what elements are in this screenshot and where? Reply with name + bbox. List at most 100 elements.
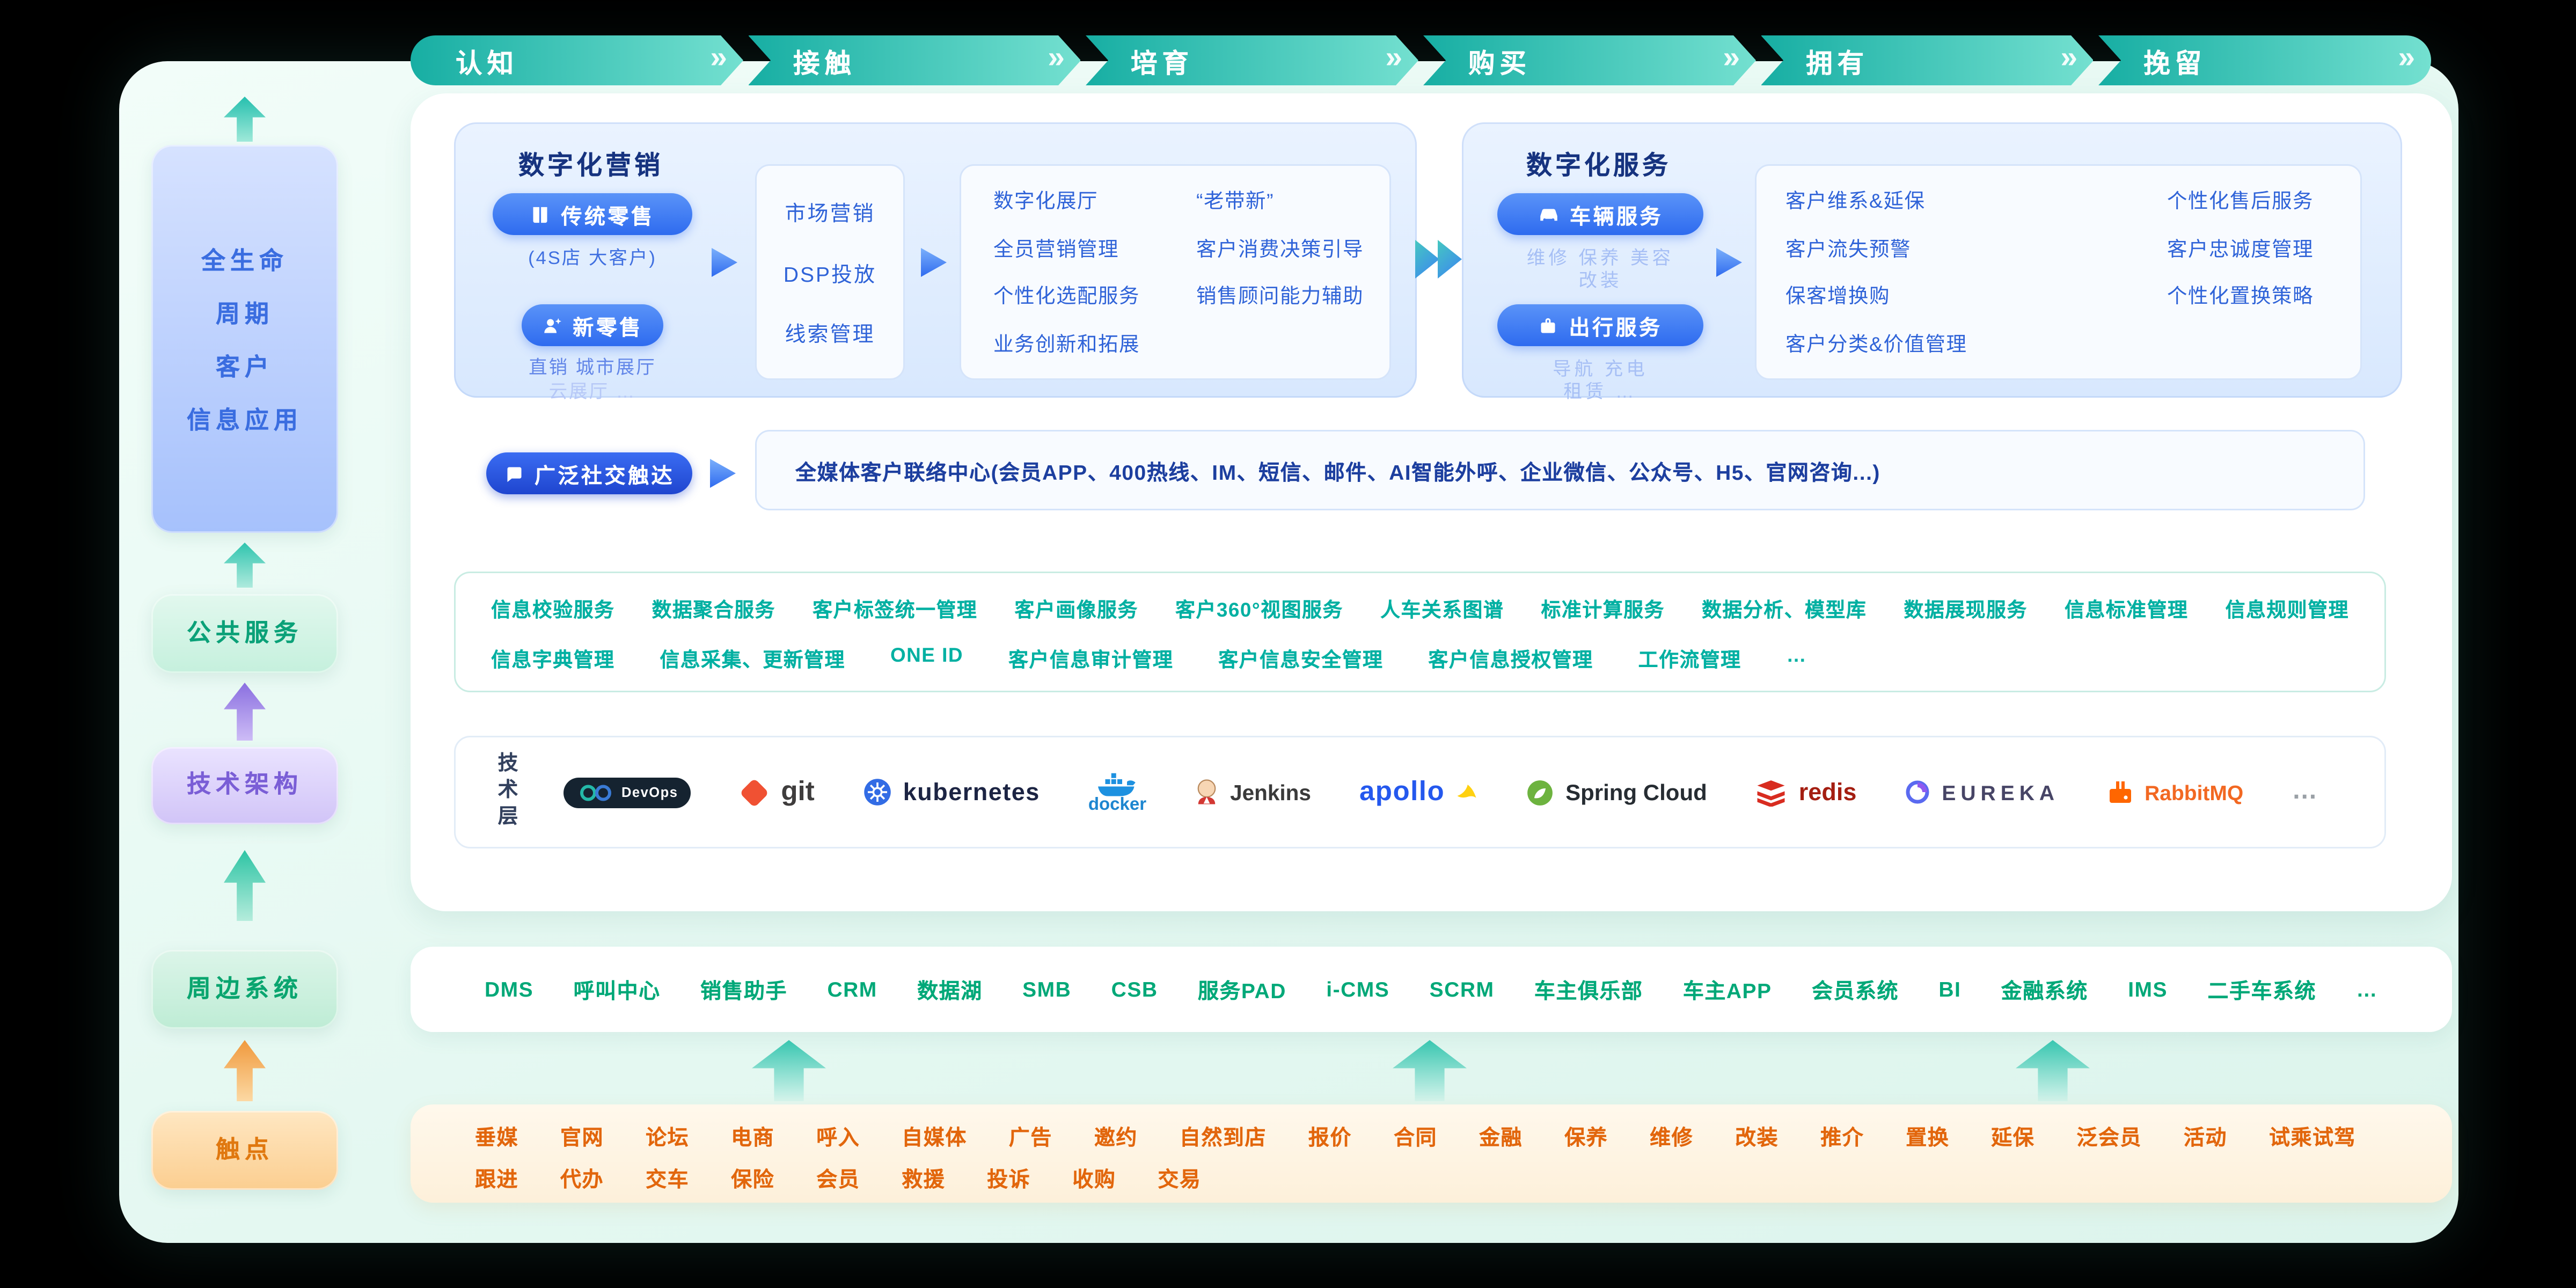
touchpoint-item: 垂媒 [475,1125,519,1150]
service-capability-item: 保客增换购 [1785,285,1891,308]
touchpoint-item: 试乘试驾 [2268,1125,2356,1150]
journey-stage-label: 拥有 [1806,49,1869,78]
peripheral-system-item: 车主APP [1682,979,1772,1003]
public-service-item: 信息标准管理 [2065,599,2189,621]
journey-stage-label: 认知 [456,49,518,78]
peripheral-system-item: … [2356,977,2378,1001]
chevron-right-icon: » [1385,41,1398,75]
peripheral-system-item: 销售助手 [700,979,788,1003]
journey-stage-label: 培育 [1131,49,1194,78]
arrow-right-icon [921,248,947,277]
digital-service-panel: 数字化服务 车辆服务 维修 保养 美容 改装 出行服务 导航 充电 租赁 … 客… [1462,122,2402,402]
marketing-capability-item: 客户消费决策引导 [1196,237,1364,260]
public-service-item: 客户标签统一管理 [813,599,978,621]
public-service-item: 数据聚合服务 [652,599,775,621]
service-capability-item: 客户忠诚度管理 [2167,237,2314,260]
eureka-logo: EUREKA [1905,779,2059,805]
touchpoint-item: 救援 [902,1167,946,1191]
apollo-logo: apollo [1359,776,1479,808]
touchpoint-item: 推介 [1820,1125,1864,1150]
touchpoint-item: 自媒体 [902,1125,967,1150]
more-logos-ellipsis: … [2292,778,2318,805]
marketing-capability-item: 全员营销管理 [993,237,1119,260]
peripheral-system-item: SMB [1022,977,1072,1001]
rabbitmq-icon [2110,781,2132,803]
vehicle-service-label: 车辆服务 [1569,203,1663,228]
touchpoints-row: 垂媒官网论坛电商呼入自媒体广告邀约自然到店报价合同金融保养维修改装推介置换延保泛… [475,1121,2388,1151]
service-capability-item: 个性化售后服务 [2167,190,2314,213]
touchpoint-item: 报价 [1308,1125,1352,1150]
marketing-channel-item: DSP投放 [783,261,877,286]
new-retail-button: 新零售 [522,304,663,346]
touchpoint-item: 活动 [2183,1125,2227,1150]
touchpoint-item: 官网 [560,1125,604,1150]
vehicle-service-caption: 维修 保养 美容 [1526,250,1674,269]
marketing-capabilities-box: 数字化展厅全员营销管理个性化选配服务业务创新和拓展 “老带新”客户消费决策引导销… [960,164,1391,380]
customer-journey-bar: 认知 » 接触 » 培育 » 购买 » 拥有 » 挽留 » [411,35,2432,85]
service-capability-item: 客户分类&价值管理 [1785,332,1967,355]
new-retail-caption: 云展厅 … [548,382,636,402]
sidebar-public-service: 公共服务 [151,594,338,673]
digital-service-title: 数字化服务 [1526,153,1672,180]
peripheral-system-item: DMS [485,977,534,1001]
tech-layer-label: 技术层 [494,752,517,832]
jenkins-butler-icon [1197,779,1216,804]
kubernetes-wheel-icon [863,779,891,806]
touchpoint-item: 邀约 [1094,1125,1138,1150]
public-service-item: 人车关系图谱 [1380,599,1504,621]
marketing-capability-item: 个性化选配服务 [993,285,1140,308]
tech-logos: DevOps git kubernetes docker Jenkins [564,770,2349,815]
book-icon [533,206,548,222]
social-reach-label: 广泛社交触达 [534,463,675,487]
chevron-right-icon: » [1048,41,1060,75]
digital-marketing-title: 数字化营销 [518,153,664,180]
journey-stage: 培育 » [1086,35,1418,85]
public-service-item: 客户信息审计管理 [1008,649,1174,671]
chat-bubble-icon [507,466,522,481]
vehicle-service-button: 车辆服务 [1497,193,1703,235]
travel-service-label: 出行服务 [1569,314,1663,339]
public-service-item: ONE ID [890,644,964,667]
touchpoint-item: 论坛 [646,1125,690,1150]
digital-marketing-panel: 数字化营销 传统零售 (4S店 大客户) 新零售 直销 城市展厅 云展厅 … 市… [454,122,1417,402]
peripheral-system-item: 数据湖 [917,979,983,1003]
public-service-item: 客户信息安全管理 [1218,649,1384,671]
traditional-retail-caption: (4S店 大客户) [528,250,657,269]
touchpoint-item: 代办 [560,1167,604,1191]
flow-arrow-icon [1415,240,1439,279]
touchpoint-item: 自然到店 [1179,1125,1267,1150]
touchpoints-row: 跟进代办交车保险会员救援投诉收购交易 [475,1162,2388,1193]
devops-infinity-icon [580,784,611,800]
touchpoint-item: 置换 [1906,1125,1950,1150]
journey-stage-label: 购买 [1468,49,1532,78]
peripheral-system-item: 金融系统 [2001,979,2088,1003]
touchpoint-item: 投诉 [987,1167,1031,1191]
kubernetes-logo: kubernetes [863,778,1040,807]
jenkins-logo: Jenkins [1195,778,1311,807]
service-capability-item: 个性化置换策略 [2167,285,2314,308]
touchpoint-item: 合同 [1393,1125,1438,1150]
touchpoint-item: 会员 [816,1167,860,1191]
journey-stage: 购买 » [1423,35,1756,85]
journey-stage-label: 挽留 [2143,49,2207,78]
marketing-capability-item: 销售顾问能力辅助 [1196,285,1364,308]
touchpoint-item: 交车 [646,1167,690,1191]
touchpoints-box: 垂媒官网论坛电商呼入自媒体广告邀约自然到店报价合同金融保养维修改装推介置换延保泛… [411,1104,2452,1203]
touchpoint-item: 跟进 [475,1167,519,1191]
git-icon [740,777,770,807]
peripheral-system-item: SCRM [1429,977,1495,1001]
marketing-capability-item: 数字化展厅 [993,190,1099,213]
sidebar-tech-architecture: 技术架构 [151,747,338,824]
marketing-channel-item: 市场营销 [785,201,875,225]
spring-cloud-logo: Spring Cloud [1527,779,1707,806]
service-capability-item: 客户流失预警 [1785,237,1912,260]
journey-stage-label: 接触 [793,49,857,78]
chevron-right-icon: » [710,41,723,75]
apollo-bird-icon [1458,785,1477,798]
arrow-right-icon [1716,248,1742,277]
touchpoint-item: 保养 [1564,1125,1608,1150]
sidebar-touchpoints: 触点 [151,1111,338,1190]
